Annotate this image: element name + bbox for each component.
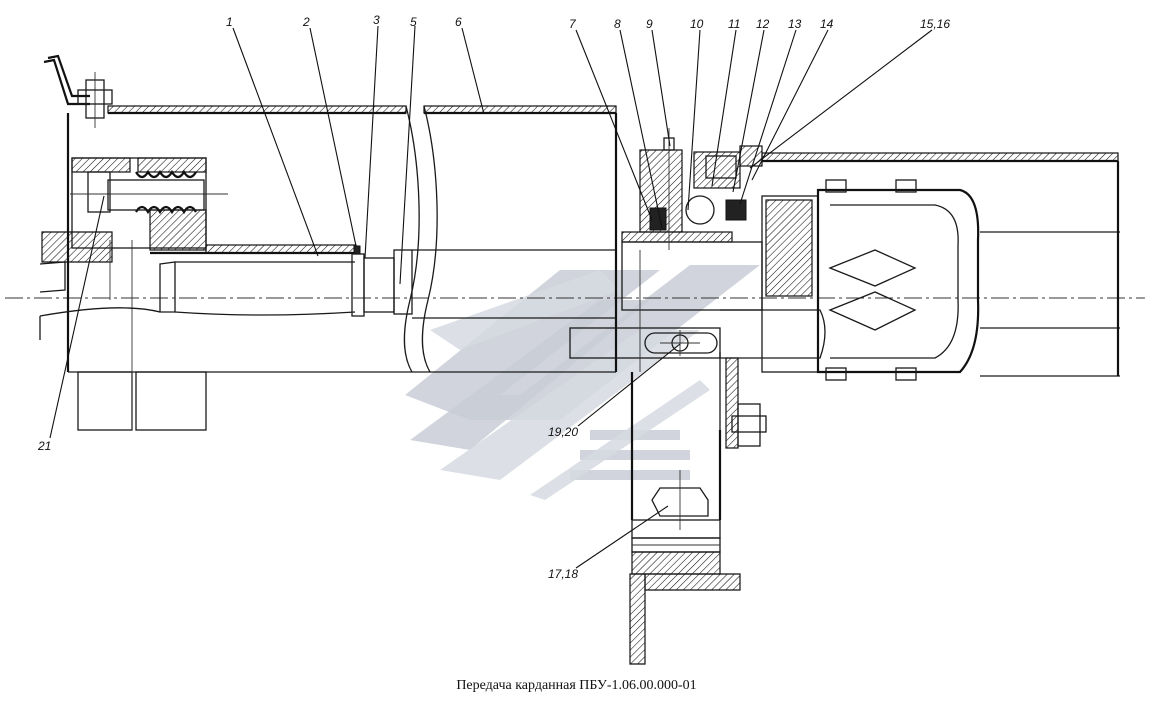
outer-tube [66, 105, 618, 373]
callout-19-20: 19,20 [548, 425, 578, 439]
callout-labels: 1 2 3 5 6 7 8 9 10 11 12 13 14 15,16 21 … [37, 13, 950, 581]
callout-9: 9 [646, 17, 653, 31]
watermark-logo [405, 265, 760, 500]
callout-2: 2 [302, 15, 310, 29]
callout-13: 13 [788, 17, 802, 31]
slot-pin-assembly [569, 327, 721, 359]
callout-17-18: 17,18 [548, 567, 578, 581]
cardan-yoke [720, 179, 980, 381]
callout-14: 14 [820, 17, 834, 31]
callout-12: 12 [756, 17, 770, 31]
leader-lines [49, 25, 933, 569]
callout-15-16: 15,16 [920, 17, 950, 31]
callout-6: 6 [455, 15, 462, 29]
callout-1: 1 [226, 15, 233, 29]
bottom-bracket [629, 372, 767, 665]
callout-5: 5 [410, 15, 417, 29]
inner-shaft [39, 244, 616, 340]
drawing-caption: Передача карданная ПБУ-1.06.00.000-01 [456, 678, 697, 693]
callout-10: 10 [690, 17, 704, 31]
callout-11: 11 [728, 17, 740, 31]
callout-3: 3 [373, 13, 380, 27]
right-outer-tube [761, 152, 1120, 377]
callout-21: 21 [37, 439, 51, 453]
callout-8: 8 [614, 17, 621, 31]
callout-7: 7 [569, 17, 577, 31]
right-bearing-housing [621, 128, 763, 449]
left-bearing-block [41, 157, 228, 431]
left-bracket [43, 54, 113, 128]
